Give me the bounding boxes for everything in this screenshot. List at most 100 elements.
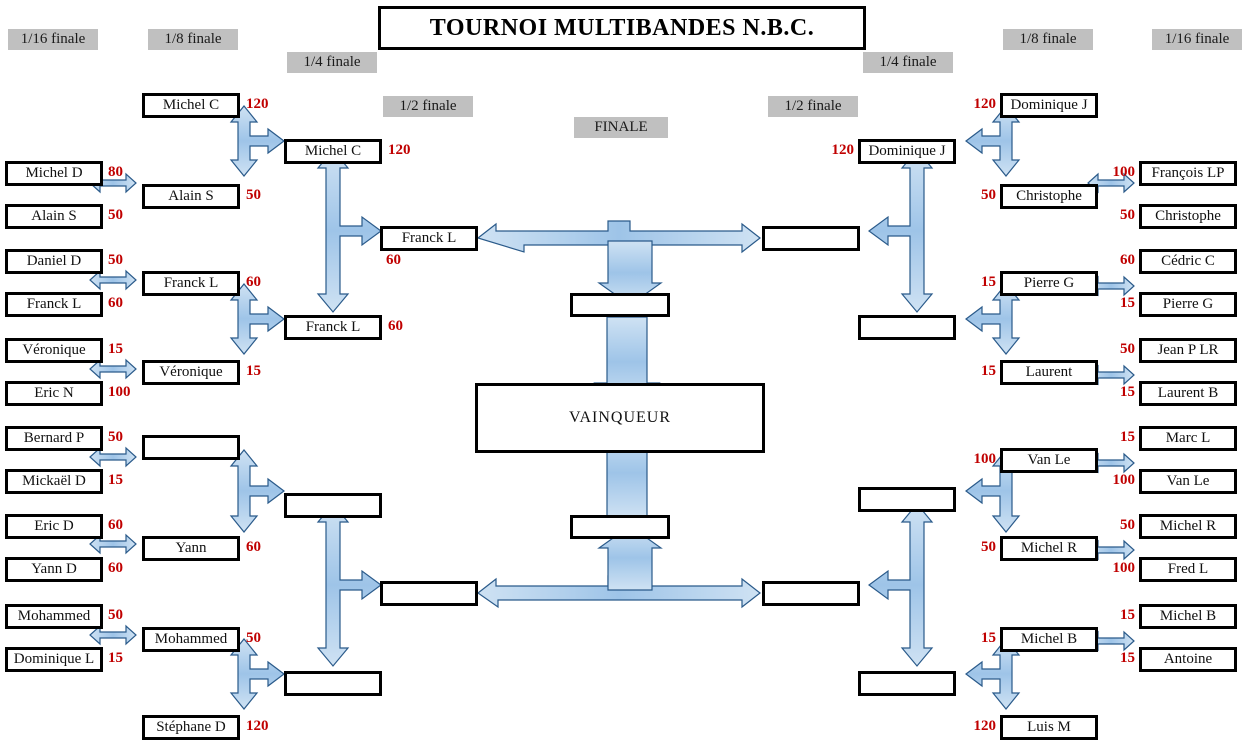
slot-right-r4-0[interactable]: Dominique J	[858, 139, 956, 164]
score-right-r16-4: 50	[1120, 341, 1135, 357]
slot-left-r16-6[interactable]: Bernard P	[5, 426, 103, 451]
score-left-r16-2: 50	[108, 252, 123, 268]
score-left-r2-0: 60	[386, 252, 401, 268]
slot-left-r2-0[interactable]: Franck L	[380, 226, 478, 251]
score-right-r16-7: 100	[1112, 472, 1136, 488]
slot-left-r8-7[interactable]: Stéphane D	[142, 715, 240, 740]
slot-right-r16-6[interactable]: Marc L	[1139, 426, 1237, 451]
round-label-left-16: 1/16 finale	[8, 29, 98, 50]
slot-right-r4-2[interactable]	[858, 487, 956, 512]
score-left-r8-6: 50	[246, 630, 261, 646]
slot-right-r16-2[interactable]: Cédric C	[1139, 249, 1237, 274]
score-right-r16-6: 15	[1120, 429, 1135, 445]
score-right-r16-8: 50	[1120, 517, 1135, 533]
slot-left-r16-4[interactable]: Véronique	[5, 338, 103, 363]
slot-left-r8-0[interactable]: Michel C	[142, 93, 240, 118]
score-right-r8-6: 15	[981, 630, 996, 646]
slot-left-r8-6[interactable]: Mohammed	[142, 627, 240, 652]
score-right-r16-11: 15	[1120, 650, 1135, 666]
round-label-right-8: 1/8 finale	[1003, 29, 1093, 50]
score-left-r16-7: 15	[108, 472, 123, 488]
slot-left-r4-3[interactable]	[284, 671, 382, 696]
slot-right-r16-8[interactable]: Michel R	[1139, 514, 1237, 539]
slot-right-r4-3[interactable]	[858, 671, 956, 696]
score-left-r16-9: 60	[108, 560, 123, 576]
slot-right-r2-1[interactable]	[762, 581, 860, 606]
score-right-r16-2: 60	[1120, 252, 1135, 268]
score-right-r8-2: 15	[981, 274, 996, 290]
score-left-r8-5: 60	[246, 539, 261, 555]
slot-left-r4-1[interactable]: Franck L	[284, 315, 382, 340]
round-label-left-8: 1/8 finale	[148, 29, 238, 50]
slot-winner[interactable]: VAINQUEUR	[475, 383, 765, 453]
slot-right-r8-1[interactable]: Christophe	[1000, 184, 1098, 209]
slot-right-r16-1[interactable]: Christophe	[1139, 204, 1237, 229]
slot-right-r8-5[interactable]: Michel R	[1000, 536, 1098, 561]
slot-left-r4-0[interactable]: Michel C	[284, 139, 382, 164]
slot-left-r16-8[interactable]: Eric D	[5, 514, 103, 539]
slot-left-r16-2[interactable]: Daniel D	[5, 249, 103, 274]
slot-left-r8-1[interactable]: Alain S	[142, 184, 240, 209]
slot-left-r2-1[interactable]	[380, 581, 478, 606]
slot-right-r16-7[interactable]: Van Le	[1139, 469, 1237, 494]
score-left-r8-1: 50	[246, 187, 261, 203]
round-label-right-2: 1/2 finale	[768, 96, 858, 117]
slot-right-r8-3[interactable]: Laurent	[1000, 360, 1098, 385]
slot-right-r8-4[interactable]: Van Le	[1000, 448, 1098, 473]
score-right-r8-3: 15	[981, 363, 996, 379]
slot-right-r16-10[interactable]: Michel B	[1139, 604, 1237, 629]
slot-right-r16-4[interactable]: Jean P LR	[1139, 338, 1237, 363]
slot-left-r16-5[interactable]: Eric N	[5, 381, 103, 406]
score-right-r16-1: 50	[1120, 207, 1135, 223]
score-left-r16-1: 50	[108, 207, 123, 223]
score-left-r4-0: 120	[388, 142, 411, 158]
slot-right-r4-1[interactable]	[858, 315, 956, 340]
slot-left-r4-2[interactable]	[284, 493, 382, 518]
slot-left-r16-11[interactable]: Dominique L	[5, 647, 103, 672]
score-right-r16-5: 15	[1120, 384, 1135, 400]
score-right-r16-3: 15	[1120, 295, 1135, 311]
score-left-r8-0: 120	[246, 96, 269, 112]
slot-left-r16-0[interactable]: Michel D	[5, 161, 103, 186]
slot-right-r16-9[interactable]: Fred L	[1139, 557, 1237, 582]
slot-left-r16-3[interactable]: Franck L	[5, 292, 103, 317]
slot-right-r8-7[interactable]: Luis M	[1000, 715, 1098, 740]
slot-left-r8-4[interactable]	[142, 435, 240, 460]
slot-left-r16-1[interactable]: Alain S	[5, 204, 103, 229]
slot-right-r8-2[interactable]: Pierre G	[1000, 271, 1098, 296]
score-right-r8-4: 100	[973, 451, 997, 467]
score-right-r4-0: 120	[831, 142, 855, 158]
score-left-r16-8: 60	[108, 517, 123, 533]
slot-right-r16-0[interactable]: François LP	[1139, 161, 1237, 186]
page-title: TOURNOI MULTIBANDES N.B.C.	[378, 6, 866, 50]
score-left-r16-3: 60	[108, 295, 123, 311]
slot-final-upper[interactable]	[570, 293, 670, 317]
score-right-r8-1: 50	[981, 187, 996, 203]
score-right-r8-7: 120	[973, 718, 997, 734]
score-left-r8-2: 60	[246, 274, 261, 290]
score-left-r16-10: 50	[108, 607, 123, 623]
score-left-r16-4: 15	[108, 341, 123, 357]
slot-right-r16-11[interactable]: Antoine	[1139, 647, 1237, 672]
slot-final-lower[interactable]	[570, 515, 670, 539]
slot-left-r16-9[interactable]: Yann D	[5, 557, 103, 582]
score-left-r8-3: 15	[246, 363, 261, 379]
score-left-r16-5: 100	[108, 384, 131, 400]
round-label-left-2: 1/2 finale	[383, 96, 473, 117]
score-left-r4-1: 60	[388, 318, 403, 334]
score-left-r16-6: 50	[108, 429, 123, 445]
round-label-left-4: 1/4 finale	[287, 52, 377, 73]
slot-left-r8-3[interactable]: Véronique	[142, 360, 240, 385]
slot-left-r16-7[interactable]: Mickaël D	[5, 469, 103, 494]
slot-right-r2-0[interactable]	[762, 226, 860, 251]
slot-left-r16-10[interactable]: Mohammed	[5, 604, 103, 629]
slot-right-r16-5[interactable]: Laurent B	[1139, 381, 1237, 406]
round-label-right-4: 1/4 finale	[863, 52, 953, 73]
slot-right-r16-3[interactable]: Pierre G	[1139, 292, 1237, 317]
slot-right-r8-0[interactable]: Dominique J	[1000, 93, 1098, 118]
score-right-r16-10: 15	[1120, 607, 1135, 623]
slot-left-r8-2[interactable]: Franck L	[142, 271, 240, 296]
slot-left-r8-5[interactable]: Yann	[142, 536, 240, 561]
slot-right-r8-6[interactable]: Michel B	[1000, 627, 1098, 652]
